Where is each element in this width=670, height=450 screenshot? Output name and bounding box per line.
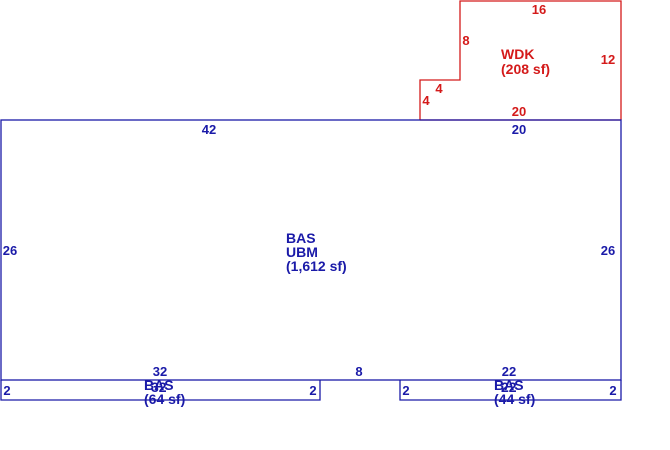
- main-building-outline: [0, 119, 622, 381]
- deck-step-dimension: 4: [435, 81, 443, 96]
- right-extension-outline: [399, 380, 622, 401]
- main-left-dimension: 26: [3, 243, 17, 258]
- deck-left-lower-dimension: 4: [422, 93, 430, 108]
- right-ext-left-dimension: 2: [402, 383, 409, 398]
- deck-code-label: WDK: [501, 46, 534, 62]
- main-sub-label: UBM: [286, 244, 318, 260]
- left-ext-left-dimension: 2: [3, 383, 10, 398]
- right-ext-code-label: BAS: [494, 377, 524, 393]
- deck-area-label: (208 sf): [501, 61, 550, 77]
- main-bottom-left-dimension: 32: [153, 364, 167, 379]
- left-ext-right-dimension: 2: [309, 383, 316, 398]
- deck-bottom-dimension: 20: [512, 104, 526, 119]
- left-ext-area-label: (64 sf): [144, 391, 185, 407]
- main-bottom-mid-dimension: 8: [355, 364, 362, 379]
- right-ext-code-overlap: 22: [501, 379, 517, 395]
- main-right-dimension: 26: [601, 243, 615, 258]
- left-extension-outline: [0, 380, 321, 401]
- deck-left-upper-dimension: 8: [462, 33, 469, 48]
- main-area-label: (1,612 sf): [286, 258, 347, 274]
- left-ext-code-overlap: 32: [151, 379, 167, 395]
- main-top-left-dimension: 42: [202, 122, 216, 137]
- deck-top-dimension: 16: [532, 2, 546, 17]
- deck-outline: [419, 0, 622, 120]
- main-top-right-dimension: 20: [512, 122, 526, 137]
- right-ext-right-dimension: 2: [609, 383, 616, 398]
- right-ext-area-label: (44 sf): [494, 391, 535, 407]
- left-ext-code-label: BAS: [144, 377, 174, 393]
- main-bottom-right-dimension: 22: [502, 364, 516, 379]
- main-code-label: BAS: [286, 230, 316, 246]
- deck-right-dimension: 12: [601, 52, 615, 67]
